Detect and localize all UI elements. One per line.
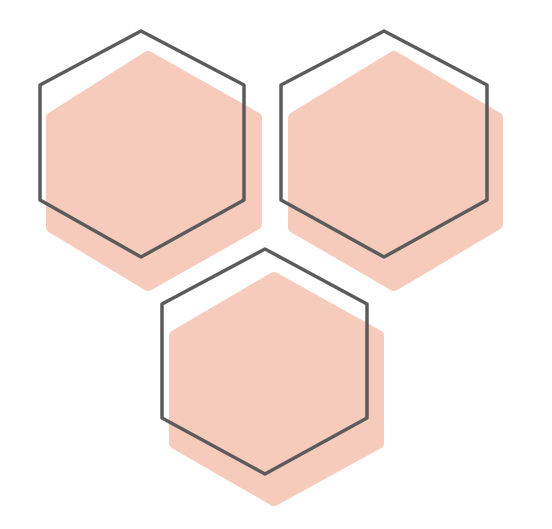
- hexagon-bottom-center: [160, 247, 384, 506]
- hexagon-outline-bottom-center: [160, 247, 369, 476]
- hexagon-fill-top-right: [288, 51, 503, 291]
- hexagon-outline-top-right: [279, 29, 489, 259]
- hexagon-top-right: [279, 29, 503, 291]
- hexagon-outline-top-left: [38, 29, 246, 259]
- hexagon-fill-bottom-center: [169, 272, 384, 506]
- hexagon-top-left: [38, 29, 262, 291]
- hexagon-fill-top-left: [46, 51, 262, 291]
